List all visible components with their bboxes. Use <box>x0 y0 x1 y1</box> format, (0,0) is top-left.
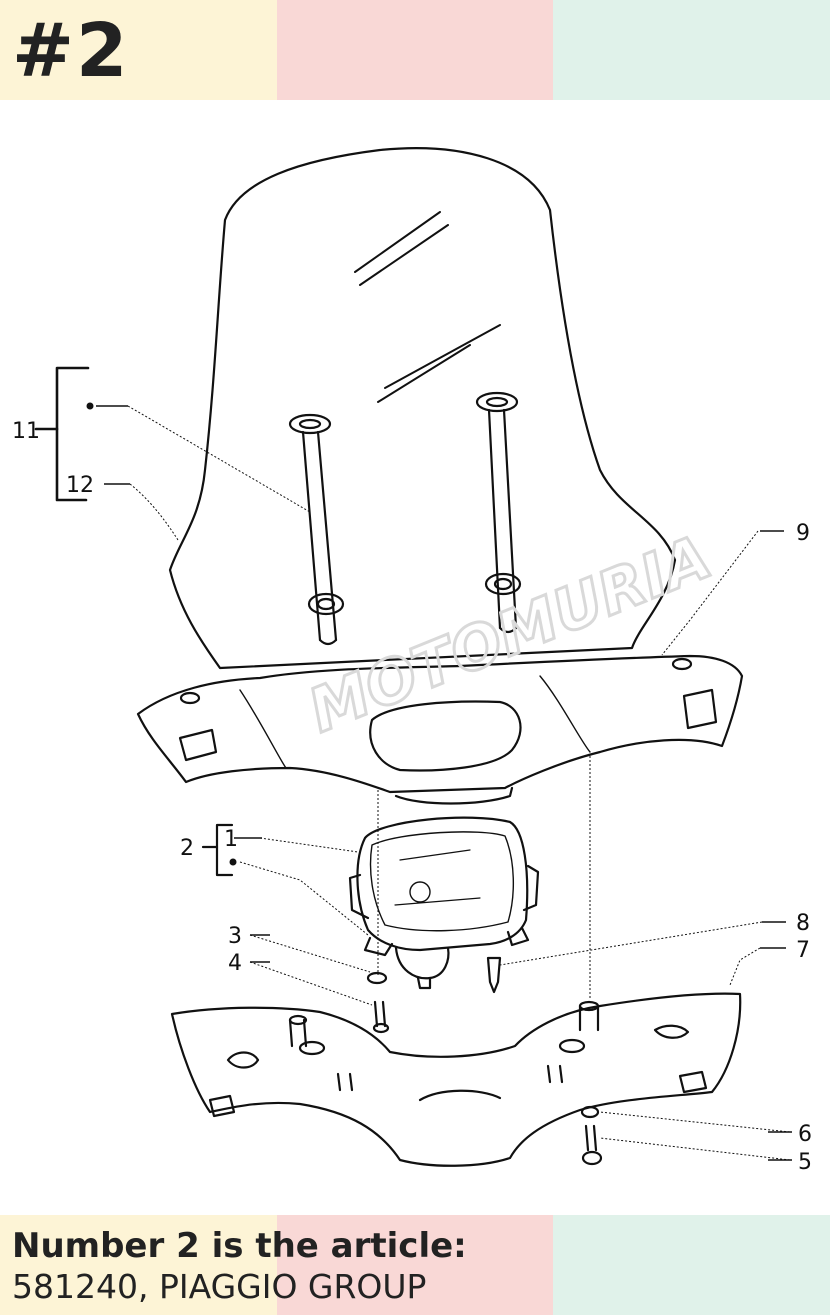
washer-part-3 <box>366 971 388 985</box>
footer-band-green <box>553 1215 830 1315</box>
header-band <box>0 0 830 100</box>
instrument-panel <box>348 816 540 990</box>
callout-2: 2 <box>180 836 194 861</box>
windshield <box>168 147 677 670</box>
header-band-green <box>553 0 830 100</box>
exploded-parts-diagram: MOTOMURIA 11 12 9 2 1 3 4 8 7 6 5 <box>12 147 812 1175</box>
footer-band-pink <box>277 1215 553 1315</box>
screw-part-4 <box>372 1000 390 1034</box>
windshield-bolt-left <box>288 413 345 646</box>
callout-11: 11 <box>12 419 40 444</box>
callout-9: 9 <box>796 521 810 546</box>
article-caption-title: Number 2 is the article: <box>12 1226 467 1266</box>
upper-handlebar-cover <box>136 654 744 805</box>
callout-3: 3 <box>228 924 242 949</box>
item-number-badge: #2 <box>12 8 130 94</box>
callout-6: 6 <box>798 1122 812 1147</box>
windshield-bolt-right <box>475 391 522 634</box>
callout-1: 1 <box>224 827 238 852</box>
callout-7: 7 <box>796 938 810 963</box>
callout-12: 12 <box>66 473 94 498</box>
footer-band-yellow <box>0 1215 277 1315</box>
motomuria-watermark: MOTOMURIA <box>298 521 722 749</box>
article-caption: Number 2 is the article: 581240, PIAGGIO… <box>12 1225 822 1307</box>
svg-text:MOTOMURIA: MOTOMURIA <box>299 522 720 747</box>
header-band-pink <box>277 0 553 100</box>
screw-part-5 <box>581 1124 603 1166</box>
callout-8: 8 <box>796 911 810 936</box>
callout-5: 5 <box>798 1150 812 1175</box>
pin-part-8 <box>486 956 502 994</box>
footer-band <box>0 1215 830 1315</box>
callout-4: 4 <box>228 951 242 976</box>
header-band-yellow <box>0 0 277 100</box>
article-number-text: 581240, PIAGGIO GROUP <box>12 1267 427 1306</box>
lower-handlebar-cover <box>170 992 742 1167</box>
